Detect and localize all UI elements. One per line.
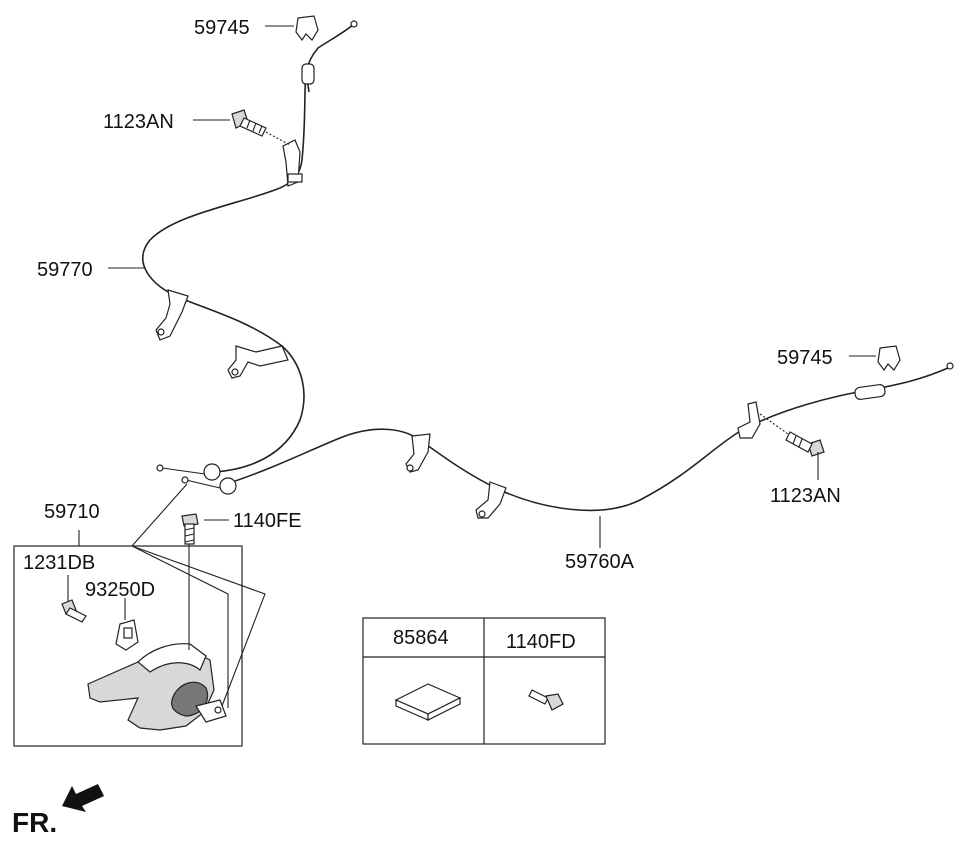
cable-bracket-upper — [282, 139, 303, 187]
label-59770: 59770 — [37, 259, 93, 281]
label-59760A: 59760A — [565, 551, 635, 573]
cable-59770-end-fitting — [301, 20, 358, 85]
label-59745-top: 59745 — [194, 17, 250, 39]
cable-bracket-right-1 — [405, 433, 431, 473]
legend-table — [362, 617, 606, 745]
cable-59770[interactable] — [142, 23, 355, 473]
leader-lines — [67, 25, 876, 708]
cable-bracket-left-2 — [227, 345, 289, 379]
pad-85864-icon — [394, 683, 462, 721]
lever-assembly-box — [13, 545, 243, 747]
clip-59745-top[interactable] — [295, 15, 319, 42]
cable-equalizer-ends — [156, 463, 237, 495]
label-1140FE: 1140FE — [233, 510, 302, 532]
cable-bracket-right-3 — [737, 401, 761, 439]
legend-header-85864: 85864 — [393, 627, 449, 649]
cable-bracket-left-1 — [155, 289, 189, 341]
bolt-1140FD-icon — [528, 689, 564, 711]
cable-bracket-right-2 — [475, 481, 507, 519]
parking-lever-59710[interactable] — [87, 643, 227, 731]
label-93250D: 93250D — [85, 579, 155, 601]
bolt-1231DB[interactable] — [61, 599, 87, 623]
front-direction-arrow-icon — [62, 784, 104, 812]
front-direction-label: FR. — [12, 807, 57, 838]
bolt-1123AN-right[interactable] — [759, 413, 825, 457]
label-59745-right: 59745 — [777, 347, 833, 369]
label-1123AN-right: 1123AN — [770, 485, 841, 507]
label-59710: 59710 — [44, 501, 100, 523]
clip-59745-right[interactable] — [877, 345, 901, 372]
bolt-1140FE[interactable] — [181, 513, 199, 545]
bolt-1123AN-top[interactable] — [231, 109, 291, 146]
cable-59760A[interactable] — [225, 367, 949, 512]
label-1231DB: 1231DB — [23, 552, 95, 574]
legend-header-1140FD: 1140FD — [506, 631, 576, 653]
label-1123AN-top: 1123AN — [103, 111, 174, 133]
bracket-93250D[interactable] — [115, 619, 139, 651]
cable-59760A-end-fitting — [854, 362, 954, 400]
